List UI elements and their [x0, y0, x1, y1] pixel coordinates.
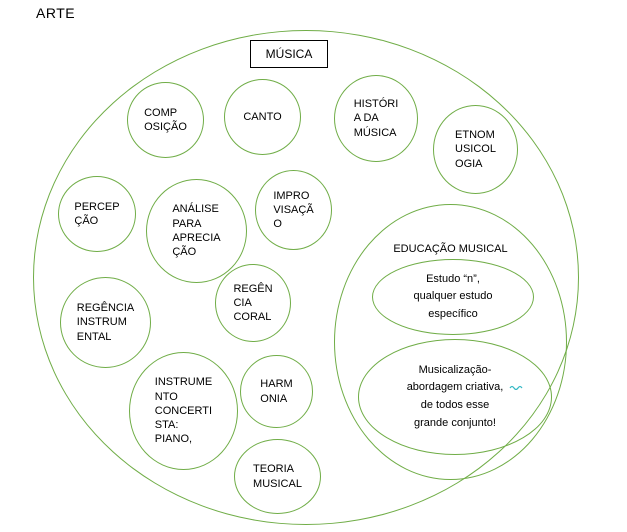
circle-harmonia: HARM ONIA	[240, 355, 313, 428]
circle-percepcao: PERCEP ÇÃO	[58, 176, 136, 252]
circle-regencia-instrumental-label: REGÊNCIA INSTRUM ENTAL	[76, 302, 135, 343]
circle-percepcao-label: PERCEP ÇÃO	[74, 200, 120, 227]
musicalizacao-label: Musicalização- abordagem criativa, de to…	[406, 363, 504, 429]
circle-etnomusicologia-label: ETNOM USICOL OGIA	[455, 129, 496, 170]
circle-historia-da-musica-label: HISTÓRI A DA MÚSICA	[353, 98, 399, 139]
circle-composicao: COMP OSIÇÃO	[127, 82, 204, 158]
ellipse-musicalizacao: Musicalização- abordagem criativa, de to…	[358, 339, 552, 455]
circle-etnomusicologia: ETNOM USICOL OGIA	[433, 105, 518, 194]
circle-regencia-coral-label: REGÊN CIA CORAL	[233, 282, 273, 324]
circle-canto-label: CANTO	[243, 110, 282, 123]
estudo-n-label: Estudo “n”, qualquer estudo específico	[413, 272, 493, 320]
circle-regencia-coral: REGÊN CIA CORAL	[215, 264, 291, 342]
circle-instrumento-concertista-label: INSTRUME NTO CONCERTI STA: PIANO,	[154, 376, 213, 446]
educacao-musical-label: EDUCAÇÃO MUSICAL	[393, 243, 508, 255]
circle-analise-para-apreciacao-label: ANÁLISE PARA APRECIA ÇÃO	[172, 203, 221, 259]
circle-instrumento-concertista: INSTRUME NTO CONCERTI STA: PIANO,	[129, 352, 238, 470]
circle-composicao-label: COMP OSIÇÃO	[144, 106, 187, 133]
circle-teoria-musical: TEORIA MUSICAL	[234, 439, 321, 514]
ellipse-estudo-n: Estudo “n”, qualquer estudo específico	[372, 259, 534, 335]
arte-outer-ellipse	[33, 30, 579, 525]
circle-harmonia-label: HARM ONIA	[260, 378, 293, 405]
circle-improvisacao-label: IMPRO VISAÇÃ O	[273, 189, 314, 231]
circle-canto: CANTO	[224, 79, 301, 155]
circle-improvisacao: IMPRO VISAÇÃ O	[255, 170, 332, 250]
musica-title-box: MÚSICA	[250, 40, 328, 68]
circle-educacao-musical: EDUCAÇÃO MUSICAL Estudo “n”, qualquer es…	[334, 204, 567, 480]
circle-regencia-instrumental: REGÊNCIA INSTRUM ENTAL	[60, 277, 151, 368]
circle-teoria-musical-label: TEORIA MUSICAL	[253, 463, 302, 490]
spellcheck-squiggle-icon	[509, 384, 525, 391]
musica-title: MÚSICA	[265, 47, 313, 61]
circle-analise-para-apreciacao: ANÁLISE PARA APRECIA ÇÃO	[146, 179, 247, 283]
circle-historia-da-musica: HISTÓRI A DA MÚSICA	[334, 75, 418, 162]
arte-label: ARTE	[36, 5, 76, 21]
